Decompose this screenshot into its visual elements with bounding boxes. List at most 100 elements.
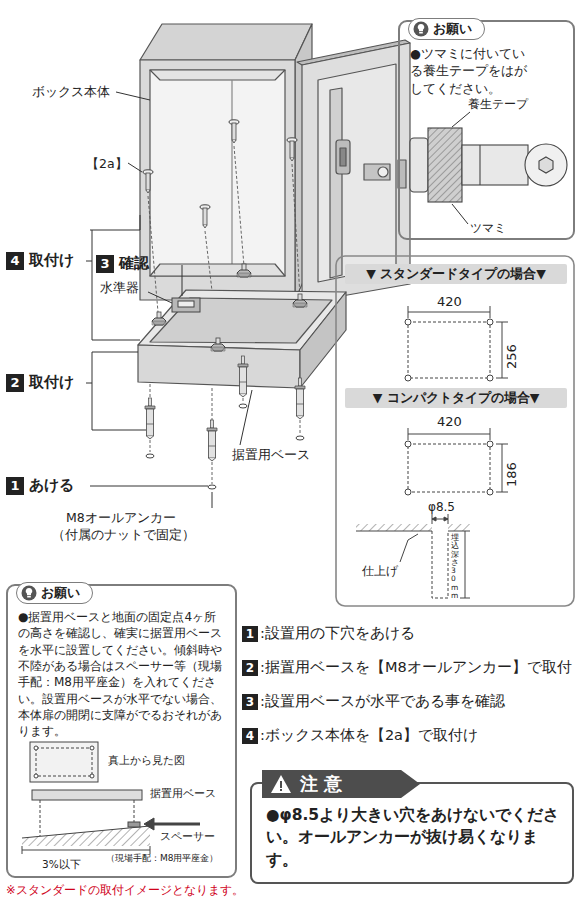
leader-line [452,112,470,224]
dimension-label: 420 [437,294,462,310]
hole-section [448,514,449,524]
ground-hole [239,404,247,408]
spacer-illustration [36,748,92,776]
hole-section [465,531,466,598]
hole-section [432,517,448,521]
spacer-illustration [22,826,150,846]
knob-illustration [428,128,462,202]
all-anchor [145,398,155,439]
installation-base [138,345,300,388]
step-text: :ボックス本体を【2a】で取付け [260,726,478,745]
hole-section [432,514,433,524]
spacer-illustration [134,800,135,822]
nut [211,338,225,351]
dimension-panel [336,256,574,606]
hole-section [460,598,470,599]
spacer-illustration [22,826,150,838]
step-number: 2 [6,374,24,392]
bulb-icon [21,585,37,601]
notice-heading: お願い [433,20,472,38]
caution-box: 注 意●φ8.5より大きい穴をあけないでください。オールアンカーが抜け易くなりま… [250,782,574,884]
part-label: ※スタンダードの取付イメージとなります。 [6,884,244,898]
spacer-illustration [150,846,151,854]
spacer-illustration [32,790,142,800]
part-label: 養生テープ [468,97,528,111]
leader-line [86,383,92,384]
part-label: ボックス本体 [32,84,110,99]
warning-icon [270,774,292,794]
hole-pattern [405,375,411,381]
part-label: 真上から見た図 [108,754,185,767]
leader-line [90,486,208,487]
step-text: :設置用ベースが水平である事を確認 [260,692,505,711]
step-box: 3:設置用ベースが水平である事を確認 [242,692,505,711]
spacer-illustration [40,800,41,836]
knob-illustration [479,145,480,185]
step-box: 4:ボックス本体を【2a】で取付け [242,726,478,745]
leader-line [116,92,150,100]
dimension-panel [336,256,574,606]
all-anchor [207,420,217,461]
leader-line [148,292,172,303]
warning-icon [280,781,282,788]
box-body [231,80,232,264]
step-number: 1 [6,477,24,495]
step-label: 確認 [119,254,149,273]
hole-section [356,531,432,532]
caution-heading: 注 意 [300,772,342,796]
caution-bar: 注 意 [262,770,420,798]
bulb-icon [418,24,425,33]
hole-section [400,534,418,562]
nut [293,294,307,307]
guide-line [150,384,151,398]
type-band: ▼ スタンダードタイプの場合▼ [345,264,567,284]
spacer-illustration [34,774,38,778]
guide-line [243,398,244,402]
hole-pattern [408,322,490,378]
hole-pattern [405,319,411,325]
all-anchor [238,356,248,397]
spacer-illustration [30,742,98,782]
bulb-icon [26,588,33,597]
mounting-screw [200,205,210,228]
box-body [140,24,410,303]
box-body [150,264,285,276]
part-label: （現場手配：M8用平座金） [106,853,219,864]
caution-body: ●φ8.5より大きい穴をあけないでください。オールアンカーが抜け易くなります。 [252,798,572,877]
spacer-illustration [152,823,200,826]
box-body [140,60,295,300]
warning-icon [271,775,291,793]
part-label: 水準器 [100,280,139,295]
mounting-screw [143,120,297,228]
tag-box: 4 取付け [6,251,74,270]
step-label: 取付け [29,251,74,270]
step-number: 4 [6,252,24,270]
part-label: M8オールアンカー [66,510,176,525]
leader-line [240,390,252,445]
leader-line [212,492,213,508]
step-text: :設置用の下穴をあける [260,624,415,643]
part-label: ツマミ [470,221,506,235]
hole-pattern [408,444,490,492]
spacer-illustration [90,774,94,778]
leader-line [128,163,142,172]
bulb-icon [22,586,37,601]
band-box: ▼ スタンダードタイプの場合▼ [345,264,567,284]
leader-line [182,265,183,296]
box-body [364,164,390,180]
knob-illustration [410,128,567,202]
ground-hole [146,454,154,458]
onegai-box: お願い●ツマミに付いている養生テープをはがしてください。 [398,20,575,240]
guide-line [300,420,301,434]
type-band: ▼ コンパクトタイプの場合▼ [345,388,567,408]
hole-pattern [487,375,493,381]
knob-illustration [539,157,553,173]
step-label: 取付け [29,373,74,392]
hole-pattern [502,322,503,378]
ground-hole [146,404,304,489]
hole-section [448,524,470,531]
bulb-icon [414,22,429,37]
knob-illustration [462,145,528,185]
bulb-icon [413,21,429,37]
box-body [340,148,346,166]
